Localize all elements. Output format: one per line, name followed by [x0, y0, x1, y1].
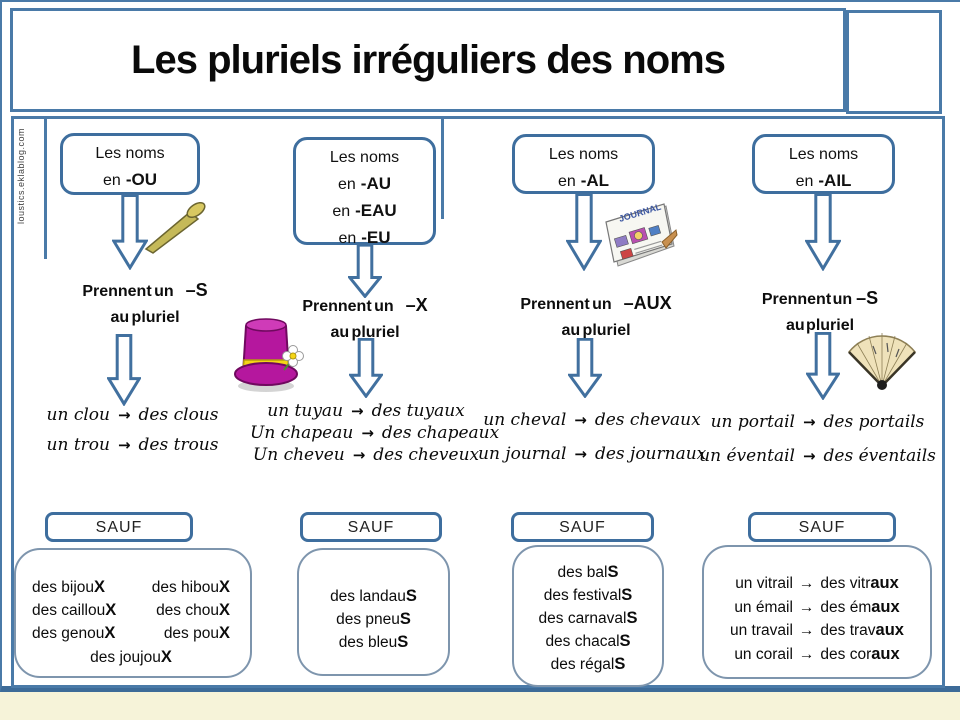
title-box: Les pluriels irréguliers des noms: [10, 8, 846, 112]
header-box-au: Les noms en-AU en-EAU en-EU: [293, 137, 436, 247]
folding-fan-icon: [848, 333, 916, 390]
top-hat-icon: [234, 318, 304, 392]
header-intro: Les noms: [95, 145, 165, 162]
exceptions-box-au: des landauS des pneuS des bleuS: [297, 548, 450, 676]
sauf-box: SAUF: [45, 512, 193, 542]
example-line: un cheval→des chevaux: [483, 410, 701, 430]
example-line: un portail→des portails: [710, 412, 925, 432]
examples-ou: un clou→des clous un trou→des trous: [25, 405, 240, 465]
example-line: un trou→des trous: [46, 435, 219, 455]
exception-row: un émail→des émaux: [734, 597, 900, 616]
exception-row: des balS: [557, 563, 619, 581]
diagram-frame: [11, 116, 945, 688]
rule-text: Prennent un–S au pluriel: [761, 288, 879, 334]
exception-row: des genouX des pouX: [32, 624, 230, 642]
examples-au: un tuyau→des tuyaux Un chapeau→des chape…: [250, 401, 500, 475]
exceptions-box-ail: un vitrail→des vitraux un émail→des émau…: [702, 545, 932, 679]
rule-text: Prennent un–S au pluriel: [82, 280, 208, 326]
header-ending-line: en-AL: [557, 171, 610, 190]
exception-row: des pneuS: [336, 610, 411, 628]
exception-row: des landauS: [330, 587, 417, 605]
nail-icon: [144, 201, 206, 254]
block-arrow-down-icon: [805, 193, 841, 271]
exception-row: un travail→des travaux: [730, 621, 904, 639]
exception-row: des joujouX: [90, 648, 172, 666]
sauf-box: SAUF: [300, 512, 442, 542]
exception-row: un vitrail→des vitraux: [735, 574, 899, 592]
exception-row: des caillouX des chouX: [32, 601, 230, 619]
header-box-ail: Les noms en-AIL: [752, 134, 895, 194]
header-intro: Les noms: [329, 149, 400, 166]
header-box-ou: Les noms en-OU: [60, 133, 200, 195]
header-intro: Les noms: [788, 146, 859, 163]
example-line: Un chapeau→des chapeaux: [250, 423, 500, 443]
exception-row: des régalS: [550, 655, 626, 673]
sauf-box: SAUF: [511, 512, 654, 542]
example-line: un clou→des clous: [46, 405, 219, 425]
sauf-box: SAUF: [748, 512, 896, 542]
examples-al: un cheval→des chevaux un journal→des jou…: [478, 410, 706, 474]
exception-row: des carnavalS: [538, 609, 638, 627]
rule-text: Prennent un–X au pluriel: [302, 295, 428, 341]
exception-row: des chacalS: [545, 632, 631, 650]
header-ending-line: en-AIL: [795, 171, 852, 190]
rule-text: Prennent un–AUX au pluriel: [520, 293, 672, 339]
examples-ail: un portail→des portails un éventail→des …: [695, 412, 940, 476]
block-arrow-down-icon: [112, 194, 148, 270]
example-line: Un cheveu→des cheveux: [252, 445, 480, 465]
block-arrow-down-icon: [349, 338, 383, 398]
example-line: un éventail→des éventails: [699, 446, 936, 466]
page-title: Les pluriels irréguliers des noms: [131, 37, 726, 82]
divider-segment: [44, 119, 47, 259]
header-ending-line: en-AU: [337, 174, 391, 193]
divider-segment: [441, 119, 444, 219]
block-arrow-down-icon: [568, 338, 602, 398]
header-box-al: Les noms en-AL: [512, 134, 655, 194]
credit-text: loustics.eklablog.com: [16, 128, 26, 225]
example-line: un journal→des journaux: [478, 444, 707, 464]
corner-box: [846, 10, 942, 114]
exception-row: des bleuS: [338, 633, 409, 651]
header-ending-line: en-OU: [103, 170, 157, 189]
header-ending-line: en-EU: [338, 228, 391, 247]
exception-row: un corail→des coraux: [734, 644, 900, 663]
block-arrow-down-icon: [348, 244, 382, 298]
exceptions-box-al: des balS des festivalS des carnavalS des…: [512, 545, 664, 687]
header-ending-line: en-EAU: [332, 201, 397, 220]
exception-row: des bijouX des hibouX: [32, 578, 230, 596]
block-arrow-down-icon: [107, 334, 141, 406]
example-line: un tuyau→des tuyaux: [267, 401, 465, 421]
header-intro: Les noms: [548, 146, 619, 163]
block-arrow-down-icon: [806, 332, 840, 400]
exceptions-box-ou: des bijouX des hibouX des caillouX des c…: [14, 548, 252, 678]
exception-row: des festivalS: [543, 586, 633, 604]
newspaper-icon: JOURNAL: [605, 201, 678, 267]
block-arrow-down-icon: [566, 193, 602, 271]
